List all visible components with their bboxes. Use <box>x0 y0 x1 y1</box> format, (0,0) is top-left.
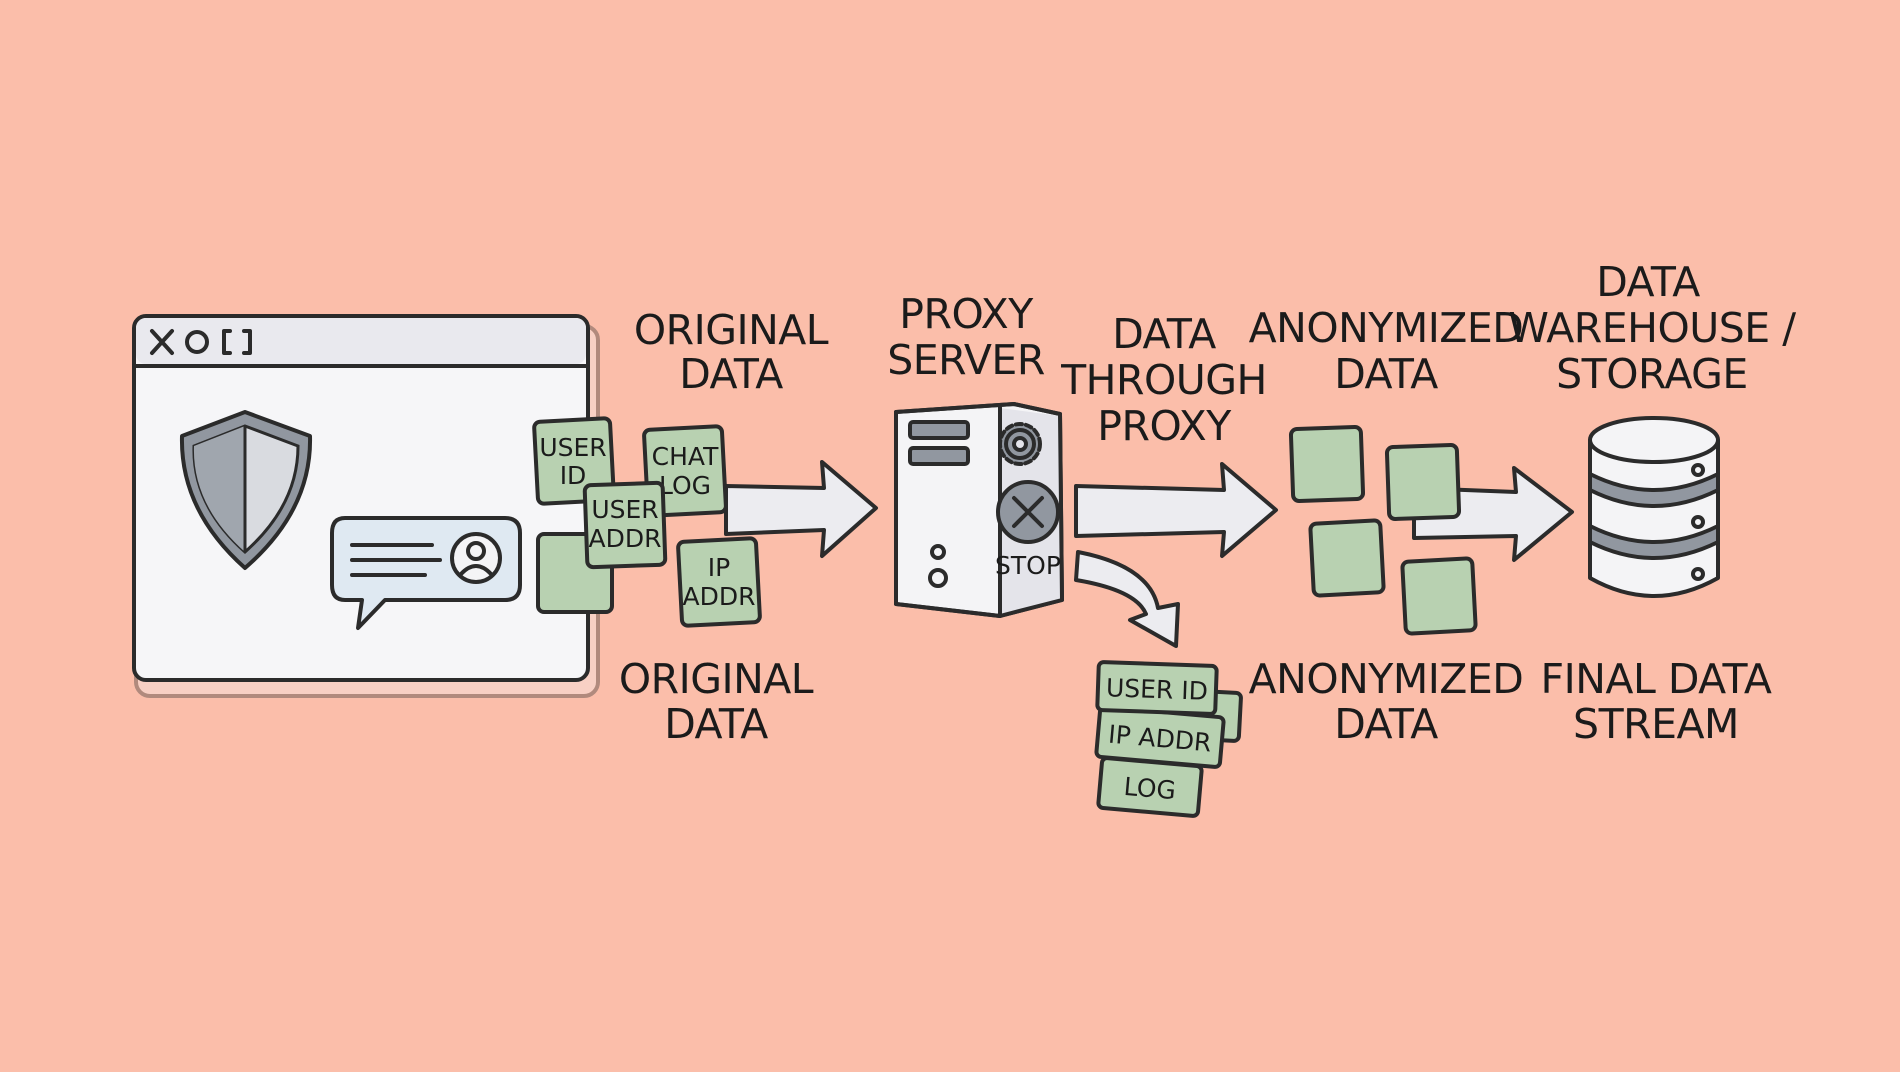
database-icon <box>1588 416 1720 598</box>
anonymized-card <box>1400 556 1478 636</box>
label-line: THROUGH <box>1060 356 1267 404</box>
label-line: DATA <box>679 350 783 398</box>
proxy-server: STOP <box>894 402 1064 618</box>
label-line: SERVER <box>887 336 1045 384</box>
arrow-to-proxy <box>724 460 878 558</box>
original-data-cards: USER ID CHAT LOG USER ADDR IP ADDR <box>532 416 762 628</box>
label-anonymized-bottom: ANONYMIZED DATA <box>1249 655 1524 748</box>
user-avatar-icon <box>450 532 502 584</box>
label-line: DATA <box>1112 310 1216 358</box>
label-final-data-stream: FINAL DATA STREAM <box>1541 655 1773 748</box>
user-id-card: USER ID <box>532 416 616 506</box>
user-addr-card: USER ADDR <box>582 480 668 570</box>
window-controls <box>150 329 252 355</box>
maximize-icon[interactable] <box>222 329 252 355</box>
gear-icon <box>998 422 1042 466</box>
label-line: DATA <box>1334 350 1438 398</box>
close-icon[interactable] <box>150 329 174 355</box>
ip-addr-card-line-2: ADDR <box>683 582 756 611</box>
stripped-data-cards: LOG IP ADDR USER ID <box>1094 660 1243 818</box>
anonymized-card <box>1288 425 1366 503</box>
label-line: ORIGINAL <box>634 306 829 354</box>
label-original-data-top: ORIGINAL DATA <box>634 306 829 398</box>
circle-icon[interactable] <box>185 330 209 354</box>
label-line: DATA <box>1334 700 1438 748</box>
label-line: STREAM <box>1573 700 1739 748</box>
browser-window <box>132 314 600 698</box>
label-line: ORIGINAL <box>619 655 814 703</box>
chat-log-card-line-1: CHAT <box>652 442 719 471</box>
label-line: WAREHOUSE / <box>1508 304 1796 352</box>
label-data-through-proxy: DATA THROUGH PROXY <box>1060 310 1267 450</box>
stripped-card-user-id-text: USER ID <box>1106 673 1209 706</box>
stripped-card-log: LOG <box>1096 756 1204 818</box>
stop-x-icon <box>996 480 1060 544</box>
label-line: FINAL DATA <box>1541 655 1772 703</box>
stripped-card-log-text: LOG <box>1123 772 1177 805</box>
user-id-card-line-2: ID <box>560 461 587 490</box>
label-original-data-bottom: ORIGINAL DATA <box>619 655 814 748</box>
stripped-card-ip-addr: IP ADDR <box>1094 705 1226 769</box>
shield-icon <box>179 410 313 570</box>
user-addr-card-line-2: ADDR <box>589 524 662 553</box>
label-line: PROXY <box>899 290 1034 338</box>
stripped-card-user-id: USER ID <box>1095 660 1219 716</box>
arrow-through-proxy <box>1074 462 1278 558</box>
chat-bubble-icon <box>330 516 522 630</box>
label-line: PROXY <box>1097 402 1232 450</box>
anonymized-card <box>1308 518 1386 598</box>
label-line: ANONYMIZED <box>1249 655 1524 703</box>
anonymized-card <box>1384 443 1462 521</box>
ip-addr-card-line-1: IP <box>708 553 730 582</box>
user-addr-card-line-1: USER <box>591 495 658 524</box>
chat-log-card-line-2: LOG <box>659 471 711 500</box>
arrow-to-stripped-data <box>1074 550 1180 648</box>
label-proxy-server: PROXY SERVER <box>887 290 1045 384</box>
anonymized-data-cards <box>1288 425 1478 636</box>
label-warehouse: DATA WAREHOUSE / STORAGE <box>1508 258 1796 398</box>
label-anonymized-top: ANONYMIZED DATA <box>1249 304 1524 398</box>
ip-addr-card: IP ADDR <box>676 536 762 628</box>
label-line: DATA <box>1596 258 1700 306</box>
label-line: STORAGE <box>1556 350 1748 398</box>
label-line: ANONYMIZED <box>1249 304 1524 352</box>
label-line: DATA <box>664 700 768 748</box>
user-id-card-line-1: USER <box>539 433 606 462</box>
stop-label: STOP <box>995 551 1061 580</box>
